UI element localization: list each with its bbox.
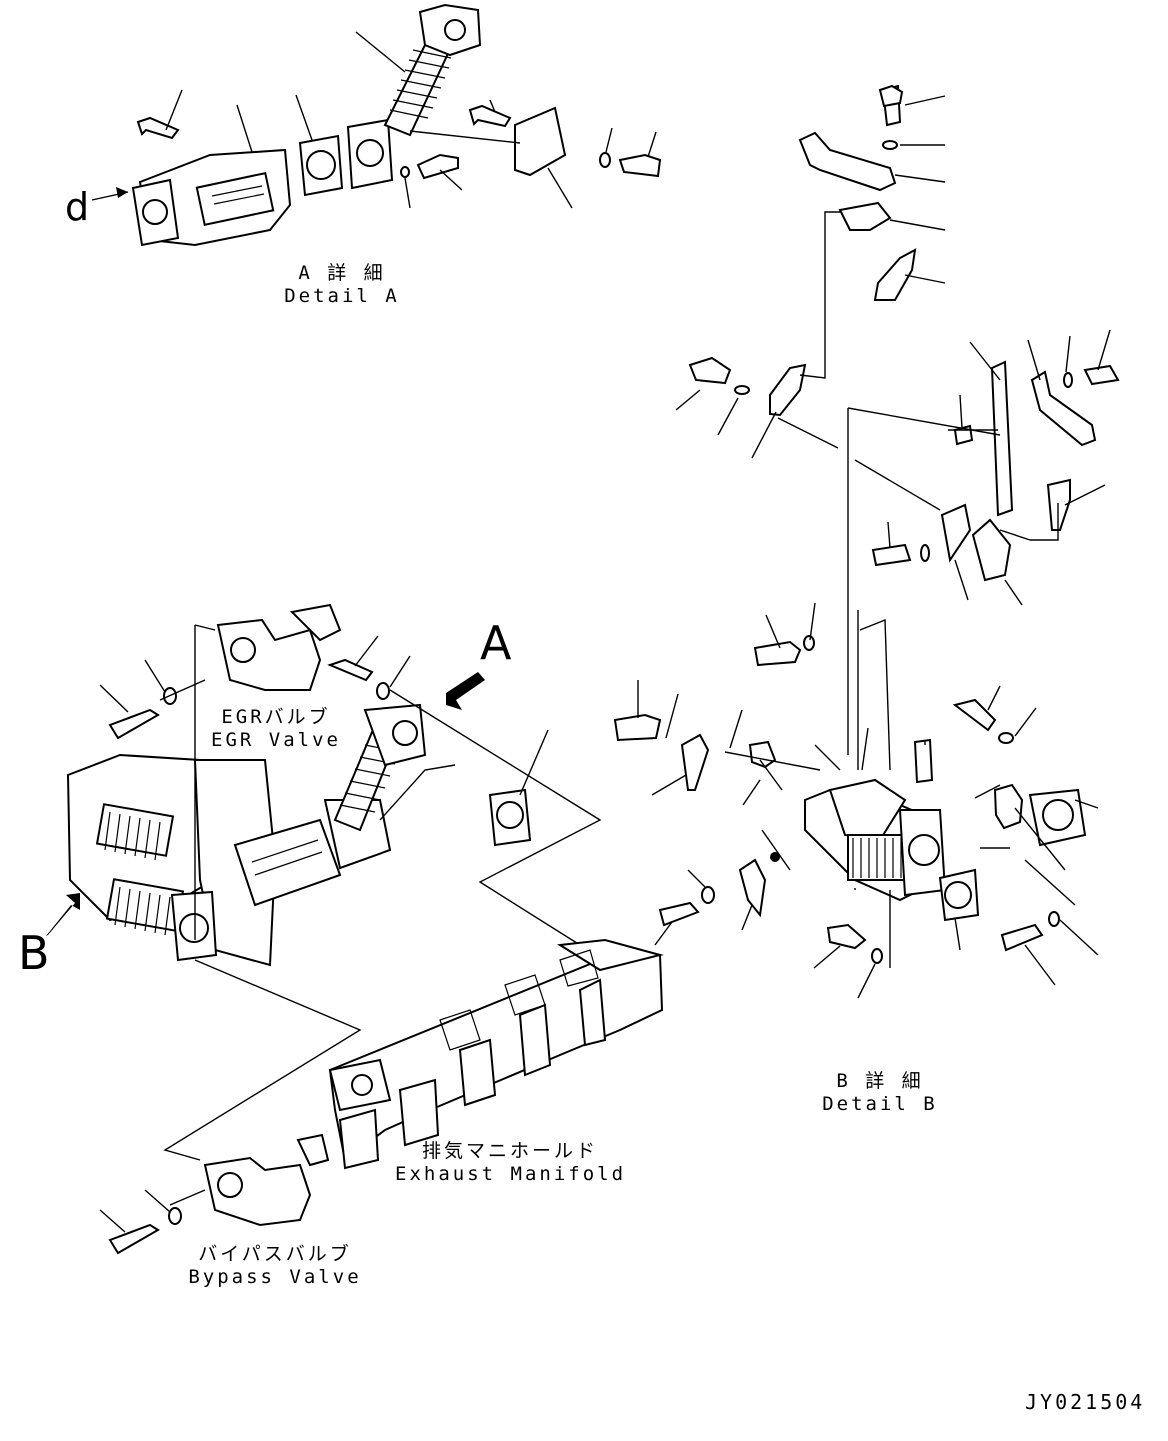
detail-b-assembly — [613, 602, 1099, 999]
view-a-label: A — [480, 616, 512, 670]
view-arrow-b-icon — [46, 893, 80, 936]
egr-valve-label-en: EGR Valve — [211, 729, 341, 751]
view-arrow-a-icon — [446, 672, 485, 710]
detail-b-label-en: Detail B — [822, 1093, 938, 1115]
detail-b-label-jp: B 詳 細 — [836, 1070, 924, 1092]
view-b-label: B — [18, 926, 50, 980]
exhaust-manifold-part — [328, 938, 664, 1170]
egr-valve-label: EGRバルブ EGR Valve — [196, 706, 356, 752]
detail-a-label-jp: A 詳 細 — [298, 262, 386, 284]
exhaust-manifold-label-en: Exhaust Manifold — [395, 1163, 627, 1185]
detail-a-label-en: Detail A — [284, 285, 400, 307]
bypass-valve-label: バイパスバルブ Bypass Valve — [180, 1243, 370, 1289]
egr-valve-label-jp: EGRバルブ — [221, 706, 331, 728]
detail-a-label: A 詳 細 Detail A — [252, 262, 432, 308]
detail-b-label: B 詳 細 Detail B — [790, 1070, 970, 1116]
bolt-icon — [136, 104, 662, 180]
exhaust-manifold-label: 排気マニホールド Exhaust Manifold — [395, 1140, 625, 1186]
drawing-code: JY021504 — [1025, 1390, 1146, 1414]
bracket-assembly-top-right — [675, 84, 1120, 755]
bypass-valve-label-en: Bypass Valve — [188, 1266, 362, 1288]
flow-mark: d — [65, 185, 90, 229]
bypass-valve-label-jp: バイパスバルブ — [198, 1243, 352, 1265]
exhaust-manifold-label-jp: 排気マニホールド — [421, 1140, 598, 1162]
detail-a-assembly — [91, 3, 662, 247]
main-assembly — [66, 603, 602, 1255]
